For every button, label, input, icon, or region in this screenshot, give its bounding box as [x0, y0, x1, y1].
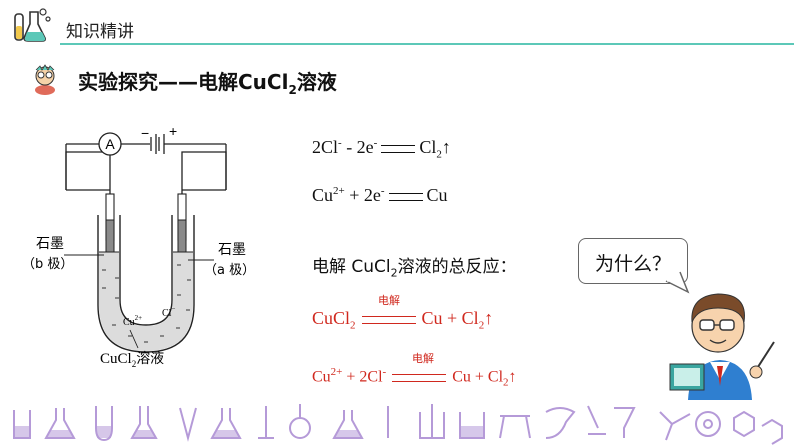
- cu-ion-label: Cu2+: [123, 314, 142, 328]
- teacher-character-icon: [669, 293, 775, 400]
- lab-glassware-footer: [13, 404, 783, 445]
- battery-minus-label: −: [141, 125, 149, 141]
- ammeter-icon: [98, 132, 122, 156]
- total-equation-ionic: Cu2+ + 2Cl-Cu + Cl2↑: [312, 366, 517, 389]
- flask-icon: [44, 408, 76, 439]
- left-electrode-label: 石墨: [36, 236, 64, 252]
- right-electrode-label: 石墨: [218, 242, 246, 258]
- header-title: 知识精讲: [66, 22, 134, 42]
- solution-label: CuCl2溶液: [100, 351, 164, 369]
- header: 知识精讲: [0, 0, 794, 46]
- left-electrode-pole: （b 极）: [22, 257, 73, 272]
- cathode-equation: Cu2+ + 2e-Cu: [312, 185, 448, 205]
- electrolysis-apparatus-diagram: A − + Cu2+ Cl− 石墨 （b 极） 石墨 （a 极） CuCl2溶液: [22, 123, 255, 369]
- ammeter-label: A: [105, 136, 115, 152]
- section-title: 实验探究——电解CuCl2溶液: [78, 70, 337, 97]
- speech-bubble: 为什么？: [578, 238, 688, 284]
- beaker-icon: [13, 410, 31, 439]
- cl-ion-label: Cl−: [162, 305, 175, 319]
- header-divider: [60, 43, 794, 45]
- electrolysis-condition-2: 电解: [412, 352, 434, 365]
- scientist-icon: [35, 64, 55, 95]
- anode-equation: 2Cl- - 2e-Cl2↑: [312, 137, 451, 161]
- lab-flask-logo-icon: [14, 8, 51, 42]
- speech-bubble-tail: [665, 271, 690, 294]
- right-electrode-pole: （a 极）: [204, 263, 255, 278]
- total-reaction-question: 电解 CuCl2溶液的总反应：: [312, 257, 517, 280]
- cucl2-solution: [99, 252, 193, 351]
- electrolysis-condition-1: 电解: [378, 294, 400, 307]
- speech-bubble-text: 为什么？: [594, 253, 671, 275]
- battery-plus-label: +: [169, 123, 177, 139]
- u-tube: [97, 215, 195, 353]
